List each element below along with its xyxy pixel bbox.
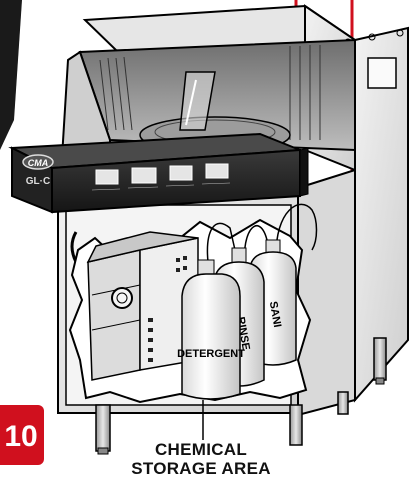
caption-line-2: STORAGE AREA [131,459,271,478]
step-number: 10 [4,420,37,453]
detergent-label: DETERGENT [177,348,245,360]
caption-line-1: CHEMICAL [155,440,247,459]
left-black-edge [0,0,22,150]
model-label: GL·C [26,176,50,187]
chemical-storage-caption: CHEMICAL STORAGE AREA [131,440,271,478]
brand-logo: CMA [28,158,49,168]
panel-display-1 [96,170,118,184]
step-badge: 10 [0,405,44,465]
panel-display-4 [206,164,228,178]
panel-display-2 [132,168,156,183]
detergent-bottle: DETERGENT [177,260,245,399]
panel-display-3 [170,166,192,180]
